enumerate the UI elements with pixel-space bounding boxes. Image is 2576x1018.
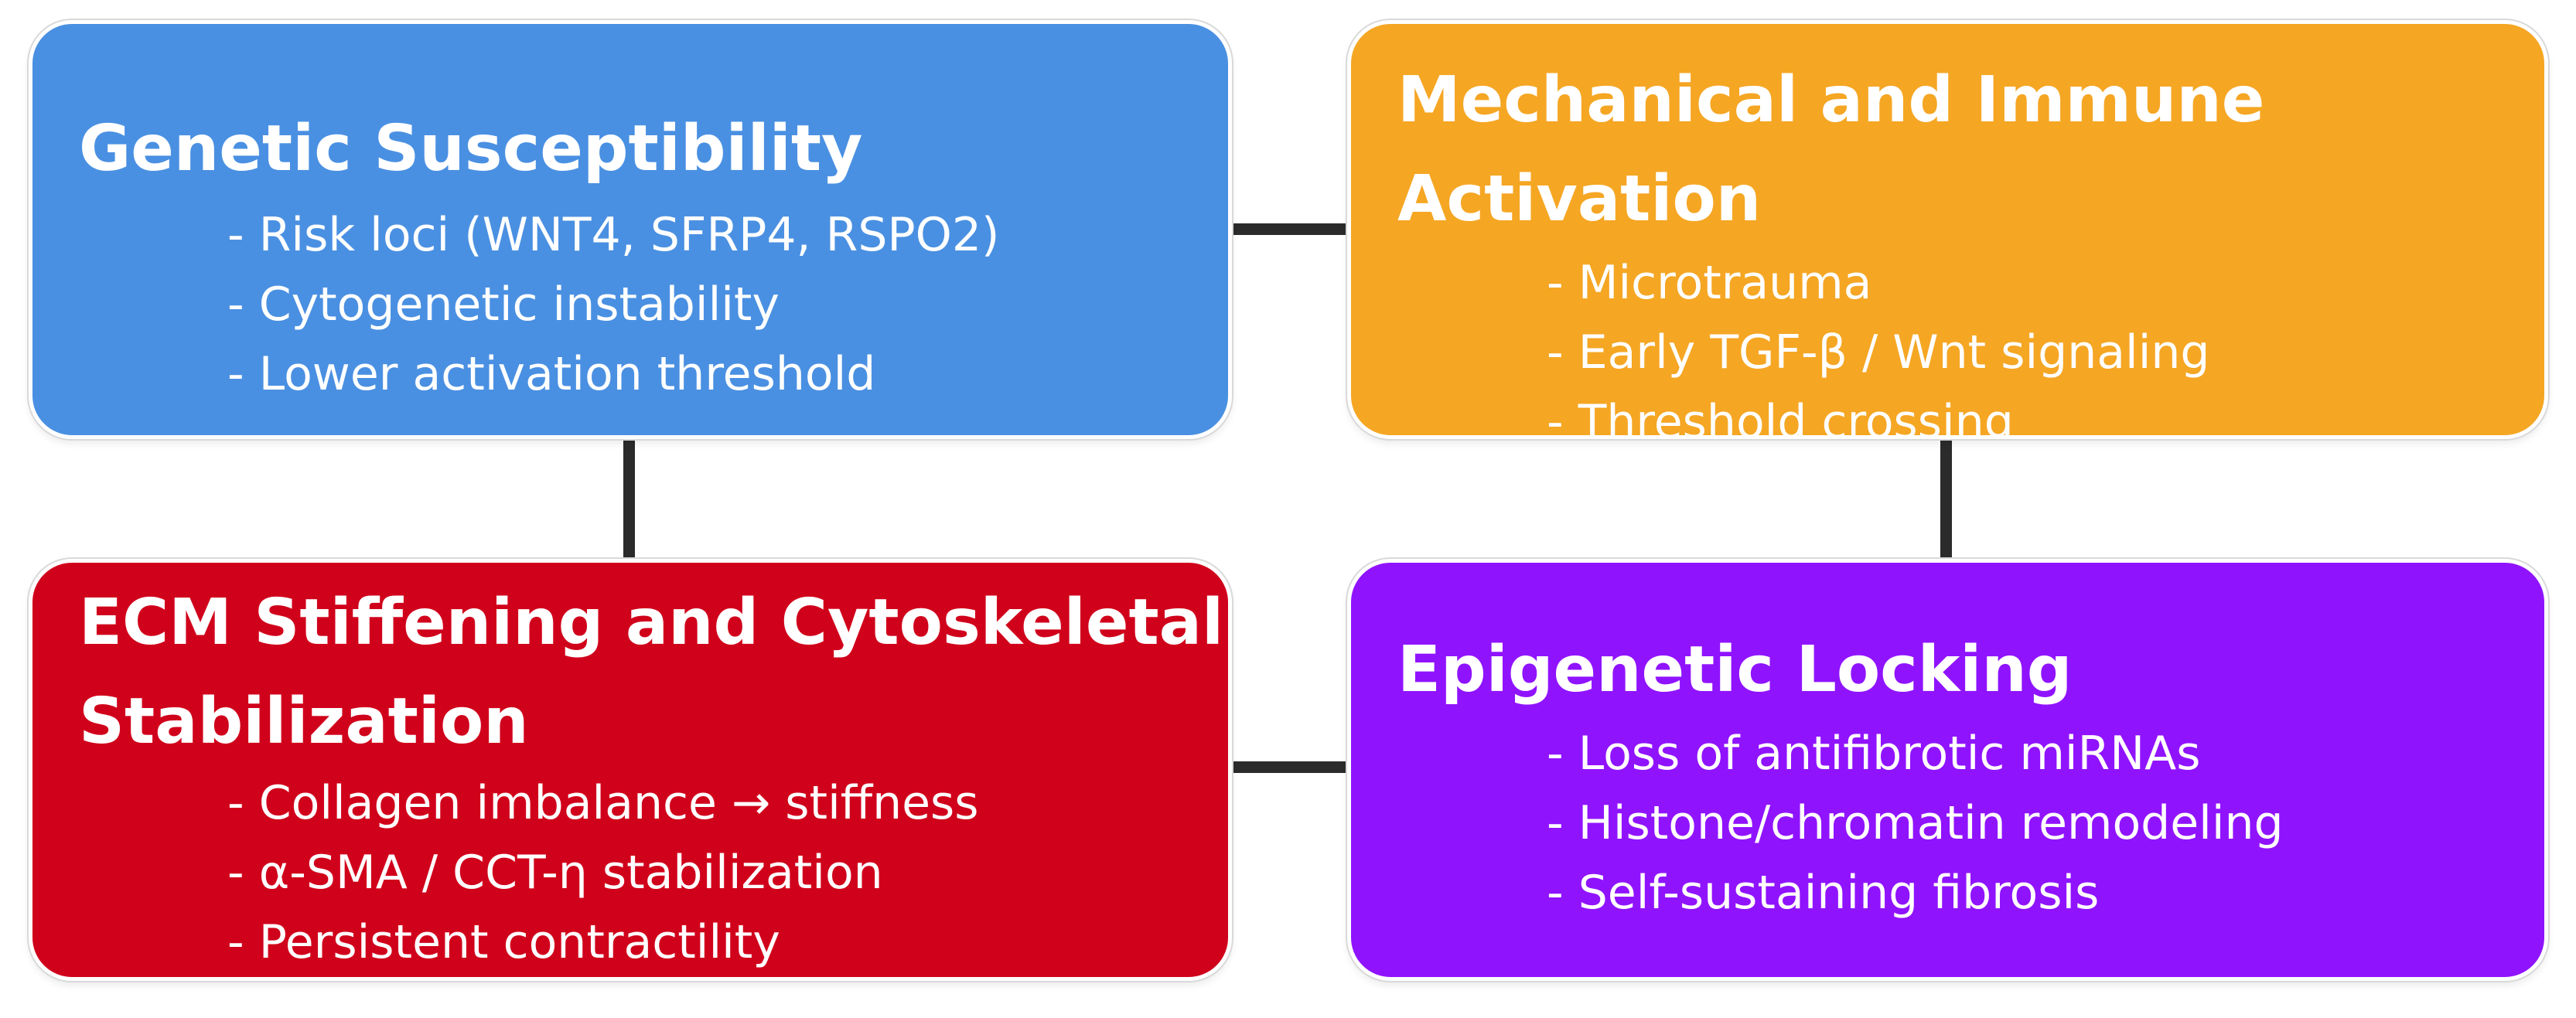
epigenetic-locking-title: Epigenetic Locking <box>1397 621 2073 720</box>
ecm-stiffening-title: ECM Stiffening and Cytoskeletal Stabiliz… <box>79 574 1223 771</box>
title-line: Genetic Susceptibility <box>79 112 863 186</box>
list-item: - Early TGF-β / Wnt signaling <box>1547 325 2210 380</box>
list-item: - Threshold crossing <box>1547 395 2014 439</box>
list-item: - Persistent contractility <box>227 915 780 969</box>
connector-genetic-to-ecm <box>623 431 635 574</box>
mechanical-immune-activation-list: - Microtrauma - Early TGF-β / Wnt signal… <box>1547 248 2210 439</box>
list-item: - Cytogenetic instability <box>227 277 780 332</box>
list-item: - Loss of antifibrotic miRNAs <box>1547 727 2201 781</box>
ecm-stiffening-box: ECM Stiffening and Cytoskeletal Stabiliz… <box>29 559 1232 981</box>
genetic-susceptibility-box: Genetic Susceptibility - Risk loci (WNT4… <box>29 20 1232 439</box>
list-item: - Microtrauma <box>1547 256 1872 310</box>
epigenetic-locking-box: Epigenetic Locking - Loss of antifibroti… <box>1347 559 2548 981</box>
genetic-susceptibility-title: Genetic Susceptibility <box>79 100 863 199</box>
title-line: Activation <box>1397 162 1762 236</box>
list-item: - Histone/chromatin remodeling <box>1547 796 2284 850</box>
title-line: Epigenetic Locking <box>1397 633 2073 706</box>
title-line: ECM Stiffening and Cytoskeletal <box>79 586 1224 659</box>
title-line: Mechanical and Immune <box>1397 63 2265 137</box>
list-item: - Collagen imbalance → stiffness <box>227 776 979 830</box>
list-item: - Lower activation threshold <box>227 347 876 401</box>
ecm-stiffening-list: - Collagen imbalance → stiffness - α-SMA… <box>227 768 979 977</box>
list-item: - Self-sustaining fibrosis <box>1547 866 2100 920</box>
list-item: - Risk loci (WNT4, SFRP4, RSPO2) <box>227 208 1000 262</box>
epigenetic-locking-list: - Loss of antifibrotic miRNAs - Histone/… <box>1547 719 2284 928</box>
title-line: Stabilization <box>79 685 529 758</box>
mechanical-immune-activation-title: Mechanical and Immune Activation <box>1397 51 2264 249</box>
connector-mechanical-to-epigenetic <box>1940 431 1952 574</box>
list-item: - α-SMA / CCT-η stabilization <box>227 846 883 900</box>
genetic-susceptibility-list: - Risk loci (WNT4, SFRP4, RSPO2) - Cytog… <box>227 200 999 409</box>
mechanical-immune-activation-box: Mechanical and Immune Activation - Micro… <box>1347 20 2548 439</box>
